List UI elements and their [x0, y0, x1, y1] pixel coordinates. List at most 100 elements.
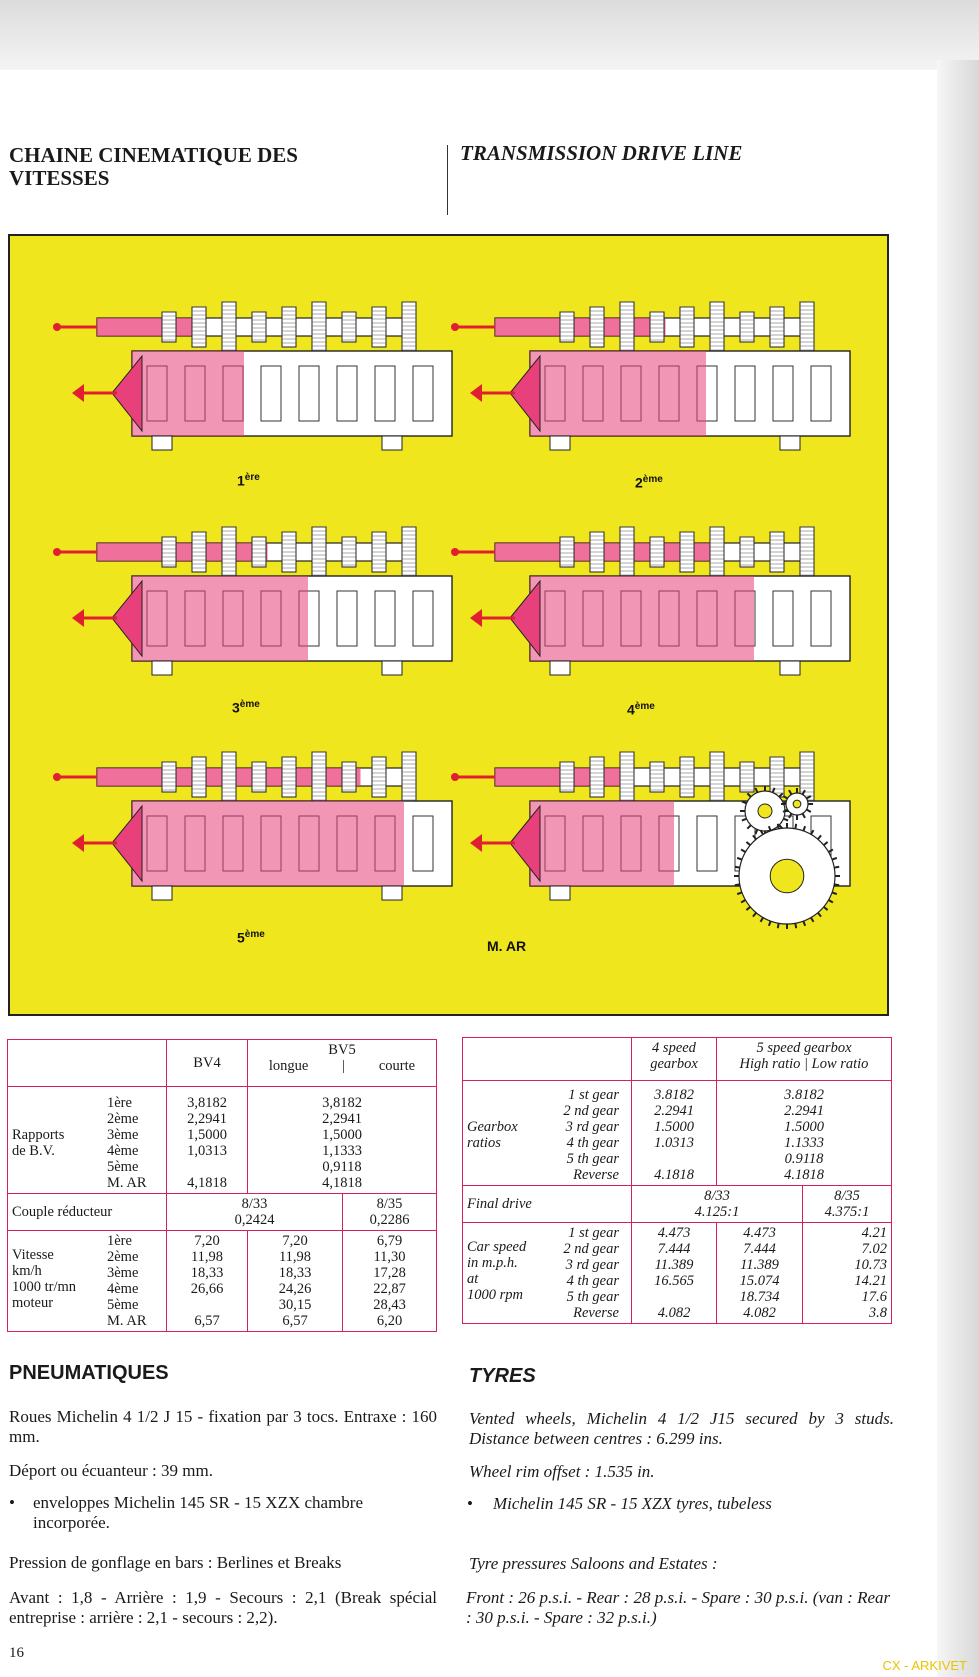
gear-name: M. AR [107, 1175, 147, 1191]
english-tyres-p5: Front : 26 p.s.i. - Rear : 28 p.s.i. - S… [466, 1588, 891, 1627]
input-dot [451, 773, 459, 781]
gear [401, 301, 417, 353]
input-shaft-drive [97, 543, 268, 561]
housing-detail [772, 590, 794, 647]
housing-detail [412, 365, 434, 422]
gear [739, 536, 755, 568]
gear-name: 3 rd gear [565, 1257, 619, 1273]
watermark: CX - ARKIVET [882, 1658, 967, 1673]
high-ratio-mph: 11.389 [740, 1257, 779, 1273]
output-arrowhead [470, 384, 482, 402]
reverse-gear-large-hub [769, 858, 805, 894]
gear-tooth [831, 856, 838, 861]
gear-tooth [745, 841, 751, 846]
housing-detail [810, 590, 832, 647]
gear-tooth [801, 789, 806, 795]
input-dot [451, 548, 459, 556]
gear-label-reverse: M. AR [487, 938, 527, 954]
gear [341, 536, 357, 568]
housing-foot [549, 660, 571, 676]
gear-name: Reverse [573, 1167, 619, 1183]
gear [251, 536, 267, 568]
five-speed-ratio: 1.1333 [784, 1135, 824, 1151]
output-arrowhead [470, 609, 482, 627]
gear-tooth [740, 899, 746, 904]
gear [221, 526, 237, 578]
gear [401, 751, 417, 803]
gearbox-diagram-panel: 1ère 2ème 3ème 4ème 5ème M. AR [8, 234, 889, 1016]
english-title: TRANSMISSION DRIVE LINE [460, 141, 743, 165]
gear-tooth [782, 808, 788, 813]
french-tyres-p2: Déport ou écuanteur : 39 mm. [9, 1461, 213, 1480]
gear [251, 761, 267, 793]
gear-name: 5ème [107, 1297, 139, 1313]
four-speed-ratio: 2.2941 [654, 1103, 694, 1119]
high-ratio-mph: 4.473 [743, 1225, 776, 1241]
output-drive [132, 576, 308, 661]
output-arrowhead [470, 834, 482, 852]
bv4-ratio: 3,8182 [187, 1095, 227, 1111]
low-ratio-mph: 17.6 [861, 1289, 887, 1305]
housing-detail [298, 365, 320, 422]
gear-label-5: 5ème [237, 929, 265, 946]
gear-tooth [778, 792, 784, 798]
gear-name: 1 st gear [568, 1087, 619, 1103]
low-ratio-mph: 4.21 [861, 1225, 887, 1241]
gear-tooth [752, 912, 757, 918]
gear-tooth [746, 824, 752, 830]
gear [709, 751, 725, 803]
en-speed-label-cell: Car speed in m.p.h. at 1000 rpm 1 st gea… [462, 1222, 632, 1324]
bv5-ratio: 2,2941 [322, 1111, 362, 1127]
gear-name: 2ème [107, 1111, 139, 1127]
gear-tooth [834, 865, 840, 869]
housing-detail [734, 365, 756, 422]
five-speed-ratio: 2.2941 [784, 1103, 824, 1119]
housing-foot [779, 660, 801, 676]
housing-detail [412, 590, 434, 647]
housing-foot [381, 885, 403, 901]
differential-pinion [509, 804, 541, 883]
gear-label-4: 4ème [627, 701, 655, 718]
gear-tooth [754, 787, 759, 793]
input-dot [53, 323, 61, 331]
gear [221, 301, 237, 353]
gear [559, 761, 575, 793]
housing-detail [374, 365, 396, 422]
differential-pinion [111, 804, 143, 883]
gear-tooth [740, 848, 746, 853]
housing-foot [151, 660, 173, 676]
bv4-ratio: 4,1818 [187, 1175, 227, 1191]
gear-tooth [776, 923, 780, 929]
gear-name: 4 th gear [566, 1135, 619, 1151]
gear [311, 526, 327, 578]
gear-name: 4ème [107, 1281, 139, 1297]
header-bv5: BV5 longue|courte [247, 1039, 437, 1087]
bv5-ratio: 4,1818 [322, 1175, 362, 1191]
gear-name: 1ère [107, 1095, 132, 1111]
gear-tooth [810, 917, 815, 923]
reverse-idler-gear-hub [792, 799, 802, 809]
gear-tooth [806, 795, 812, 800]
gear [161, 761, 177, 793]
four-speed-mph [636, 1289, 712, 1305]
gear-tooth [734, 865, 740, 869]
low-ratio-mph: 7.02 [861, 1241, 887, 1257]
english-tyres-p3: Michelin 145 SR - 15 XZX tyres, tubeless [493, 1494, 772, 1513]
four-speed-ratio: 4.1818 [654, 1167, 694, 1183]
bv5-long-speed: 18,33 [278, 1265, 312, 1281]
output-drive [132, 801, 404, 886]
housing-foot [381, 660, 403, 676]
bv5-short-speed: 28,43 [373, 1297, 406, 1313]
bv4-speed [171, 1297, 243, 1313]
bv5-short-speed: 11,30 [373, 1249, 406, 1265]
four-speed-mph: 7.444 [657, 1241, 691, 1257]
gear-name: M. AR [107, 1313, 147, 1329]
gear-tooth [771, 787, 776, 793]
gear-tooth [802, 920, 807, 927]
gear-tooth [788, 813, 793, 819]
gear-tooth [736, 891, 743, 896]
gear-name: 3 rd gear [565, 1119, 619, 1135]
gear [311, 301, 327, 353]
english-tyres-p4: Tyre pressures Saloons and Estates : [469, 1554, 718, 1573]
